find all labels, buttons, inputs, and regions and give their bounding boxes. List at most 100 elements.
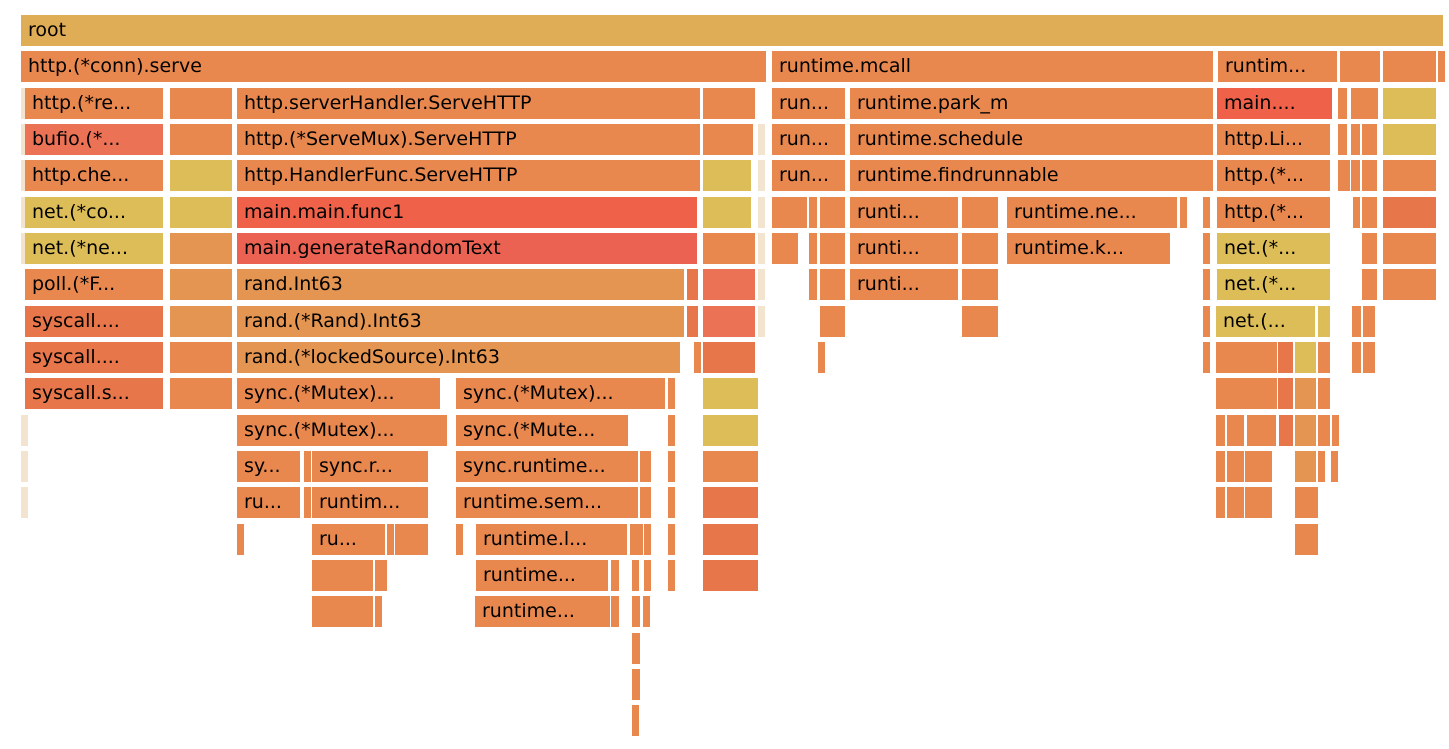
frame-block[interactable] xyxy=(1438,51,1445,83)
frame-block[interactable] xyxy=(758,233,765,264)
frame-block[interactable] xyxy=(809,269,817,301)
frame-block[interactable] xyxy=(380,559,387,591)
frame-http-re[interactable]: http.(*re... xyxy=(25,87,163,119)
frame-block[interactable] xyxy=(456,523,463,555)
frame-block[interactable] xyxy=(170,87,232,119)
frame-block[interactable] xyxy=(1363,342,1375,373)
frame-block[interactable] xyxy=(21,487,28,519)
frame-block[interactable] xyxy=(962,269,998,301)
frame-block[interactable] xyxy=(1279,414,1293,446)
frame-block[interactable] xyxy=(375,559,382,591)
frame-block[interactable] xyxy=(632,596,640,628)
frame-block[interactable] xyxy=(21,233,28,264)
frame-block[interactable] xyxy=(772,196,807,228)
frame-block[interactable] xyxy=(170,160,232,192)
frame-block[interactable] xyxy=(1180,196,1187,228)
frame-runtime-park-m[interactable]: runtime.park_m xyxy=(850,87,1213,119)
frame-block[interactable] xyxy=(1318,451,1325,482)
frame-block[interactable] xyxy=(630,523,637,555)
frame-block[interactable] xyxy=(1338,124,1347,155)
frame-block[interactable] xyxy=(758,305,765,337)
frame-block[interactable] xyxy=(1362,124,1377,155)
frame-http-li[interactable]: http.Li... xyxy=(1217,124,1330,155)
frame-runtim[interactable]: runtim... xyxy=(1218,51,1337,83)
frame-block[interactable] xyxy=(1383,87,1436,119)
frame-syscall[interactable]: syscall.... xyxy=(25,305,163,337)
frame-block[interactable] xyxy=(1295,451,1316,482)
frame-block[interactable] xyxy=(758,160,765,192)
frame-block[interactable] xyxy=(644,451,651,482)
frame-block[interactable] xyxy=(1216,451,1225,482)
frame-block[interactable] xyxy=(1351,87,1378,119)
frame-block[interactable] xyxy=(687,305,698,337)
frame-block[interactable] xyxy=(1318,305,1330,337)
frame-block[interactable] xyxy=(809,233,817,264)
frame-block[interactable] xyxy=(304,451,311,482)
frame-run[interactable]: run... xyxy=(772,124,845,155)
frame-block[interactable] xyxy=(21,414,28,446)
frame-runtime-l[interactable]: runtime.l... xyxy=(476,523,627,555)
frame-block[interactable] xyxy=(703,196,751,228)
frame-block[interactable] xyxy=(304,487,311,519)
frame-block[interactable] xyxy=(820,196,845,228)
frame-runtime-schedule[interactable]: runtime.schedule xyxy=(850,124,1213,155)
frame-net-ne[interactable]: net.(*ne... xyxy=(25,233,163,264)
frame-runtime-findrunnable[interactable]: runtime.findrunnable xyxy=(850,160,1213,192)
frame-block[interactable] xyxy=(1216,414,1225,446)
frame-block[interactable] xyxy=(21,196,28,228)
frame-block[interactable] xyxy=(1340,51,1380,83)
frame-main-main-func1[interactable]: main.main.func1 xyxy=(237,196,697,228)
frame-block[interactable] xyxy=(170,196,232,228)
frame-block[interactable] xyxy=(1295,378,1316,410)
frame-block[interactable] xyxy=(820,233,845,264)
frame-block[interactable] xyxy=(809,196,817,228)
frame-block[interactable] xyxy=(375,596,382,628)
frame-runtime[interactable]: runtime... xyxy=(475,596,610,628)
frame-block[interactable] xyxy=(1338,160,1345,192)
frame-block[interactable] xyxy=(395,523,428,555)
frame-block[interactable] xyxy=(1295,342,1316,373)
frame-net[interactable]: net.(*... xyxy=(1217,269,1330,301)
frame-runtime-sem[interactable]: runtime.sem... xyxy=(456,487,638,519)
frame-block[interactable] xyxy=(237,523,244,555)
frame-block[interactable] xyxy=(611,559,619,591)
frame-runti[interactable]: runti... xyxy=(850,196,958,228)
frame-block[interactable] xyxy=(640,451,647,482)
frame-block[interactable] xyxy=(1351,160,1360,192)
frame-block[interactable] xyxy=(1318,342,1330,373)
frame-block[interactable] xyxy=(21,87,28,119)
frame-block[interactable] xyxy=(21,160,28,192)
frame-sync-r[interactable]: sync.r... xyxy=(312,451,428,482)
frame-block[interactable] xyxy=(1362,196,1377,228)
frame-runtim[interactable]: runtim... xyxy=(312,487,428,519)
frame-block[interactable] xyxy=(1362,269,1377,301)
frame-block[interactable] xyxy=(1383,51,1436,83)
frame-block[interactable] xyxy=(1227,451,1244,482)
frame-block[interactable] xyxy=(1278,342,1293,373)
frame-http[interactable]: http.(*... xyxy=(1217,196,1330,228)
frame-block[interactable] xyxy=(1383,269,1436,301)
frame-block[interactable] xyxy=(170,124,232,155)
frame-block[interactable] xyxy=(758,124,765,155)
frame-block[interactable] xyxy=(962,196,998,228)
frame-block[interactable] xyxy=(636,523,643,555)
frame-block[interactable] xyxy=(312,559,373,591)
frame-http-servemux-servehttp[interactable]: http.(*ServeMux).ServeHTTP xyxy=(237,124,700,155)
frame-block[interactable] xyxy=(1203,305,1210,337)
frame-block[interactable] xyxy=(1362,233,1377,264)
frame-block[interactable] xyxy=(1216,378,1277,410)
frame-syscall[interactable]: syscall.... xyxy=(25,342,163,373)
frame-run[interactable]: run... xyxy=(772,87,845,119)
frame-http-che[interactable]: http.che... xyxy=(25,160,163,192)
frame-rand-rand-int63[interactable]: rand.(*Rand).Int63 xyxy=(237,305,684,337)
frame-block[interactable] xyxy=(1362,160,1377,192)
frame-block[interactable] xyxy=(703,305,755,337)
frame-main[interactable]: main.... xyxy=(1217,87,1332,119)
frame-block[interactable] xyxy=(668,378,675,410)
frame-block[interactable] xyxy=(1383,124,1436,155)
frame-block[interactable] xyxy=(632,668,640,700)
frame-root[interactable]: root xyxy=(21,15,1443,46)
frame-block[interactable] xyxy=(387,523,394,555)
frame-block[interactable] xyxy=(170,269,232,301)
frame-block[interactable] xyxy=(1245,451,1272,482)
